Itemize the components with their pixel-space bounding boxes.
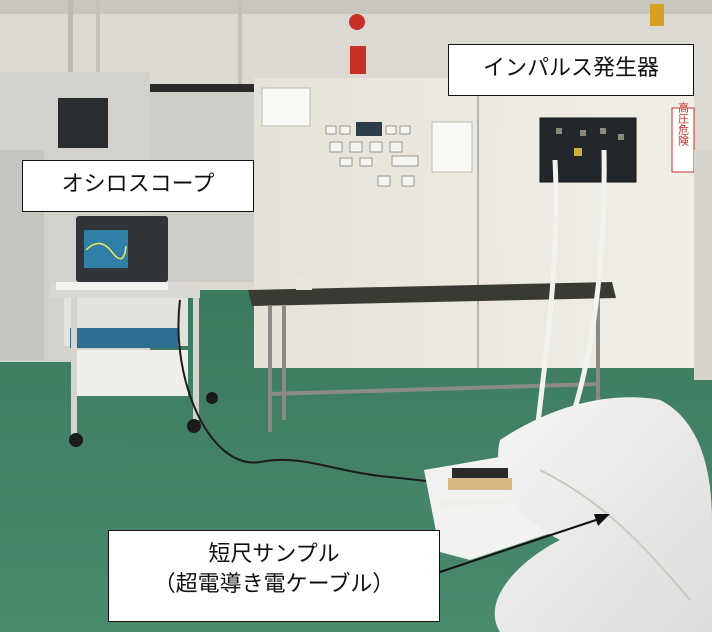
keyboard [56,282,168,290]
probe [439,497,521,507]
warning-sign-text: 高圧危険 [677,101,690,147]
wall-pipe [68,0,73,90]
oscilloscope-cart [50,216,218,447]
hv-cable [533,159,559,441]
sample-label: 短尺サンプル （超電導き電ケーブル） [108,530,440,622]
sample-label-line2: （超電導き電ケーブル） [153,571,395,597]
cabinet-notice [261,87,311,127]
wall-pipe [96,0,100,80]
callout-arrow-head [594,514,610,526]
sample-fixture [448,478,512,490]
alarm-bell-icon [349,14,365,30]
control-meter [356,122,382,136]
bench-device [296,278,312,290]
lamp [650,4,664,26]
impulse-generator-label: インパルス発生器 [448,44,694,96]
tarp-fold [539,469,691,601]
ceiling-strip [0,0,712,14]
black-conduit [150,84,260,92]
terminal-parts [556,128,624,156]
workbench-top [248,282,616,306]
oscilloscope-screen [84,230,128,268]
wall-pipe [238,0,242,90]
sample-fixture-top [452,468,508,478]
warning-sign [671,107,695,173]
oscilloscope-label: オシロスコープ [22,160,254,212]
alarm-box [350,46,366,74]
control-buttons [325,125,419,187]
sample-label-line1: 短尺サンプル [208,542,340,567]
left-machine-window [58,98,108,148]
right-cabinet [694,150,712,380]
callout-arrow-line [439,517,603,573]
cabinet-notice [431,121,473,173]
